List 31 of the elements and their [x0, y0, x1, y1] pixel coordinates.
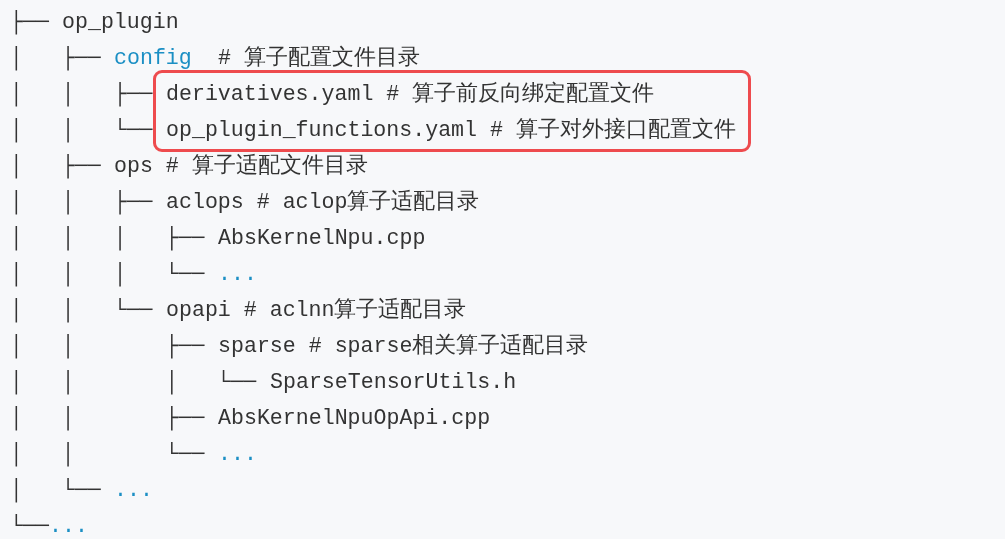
tree-entry: aclops # aclop算子适配目录: [166, 189, 480, 215]
ellipsis: ...: [49, 513, 88, 539]
tree-guide: │ │ ├──: [10, 81, 153, 107]
tree-guide: │ │ │ └──: [10, 369, 257, 395]
tree-guide: │ │ │ ├──: [10, 225, 205, 251]
tree-guide: │ │ └──: [10, 117, 153, 143]
tree-guide: │ ├──: [10, 153, 101, 179]
tree-guide: │ │ └──: [10, 441, 205, 467]
tree-guide: │ │ ├──: [10, 333, 205, 359]
tree-guide: │ │ ├──: [10, 405, 205, 431]
tree-guide: │ ├──: [10, 45, 101, 71]
tree-entry: op_plugin: [62, 9, 179, 35]
code-comment: # 算子配置文件目录: [218, 45, 420, 71]
tree-guide: │ │ ├──: [10, 189, 153, 215]
tree-entry: sparse # sparse相关算子适配目录: [218, 333, 589, 359]
tree-entry: derivatives.yaml # 算子前反向绑定配置文件: [166, 81, 656, 107]
tree-entry: opapi # aclnn算子适配目录: [166, 297, 467, 323]
highlight-frame: [153, 70, 751, 152]
tree-entry: AbsKernelNpuOpApi.cpp: [218, 405, 491, 431]
tree-entry: SparseTensorUtils.h: [270, 369, 517, 395]
tree-entry: op_plugin_functions.yaml # 算子对外接口配置文件: [166, 117, 736, 143]
tree-guide: └──: [10, 513, 49, 539]
tree-guide: │ └──: [10, 477, 101, 503]
tree-entry: AbsKernelNpu.cpp: [218, 225, 426, 251]
folder-name: config: [114, 45, 192, 71]
tree-guide: │ │ └──: [10, 297, 153, 323]
tree-guide: │ │ │ └──: [10, 261, 205, 287]
ellipsis: ...: [218, 261, 257, 287]
ellipsis: ...: [114, 477, 153, 503]
ellipsis: ...: [218, 441, 257, 467]
tree-guide: ├──: [10, 9, 49, 35]
